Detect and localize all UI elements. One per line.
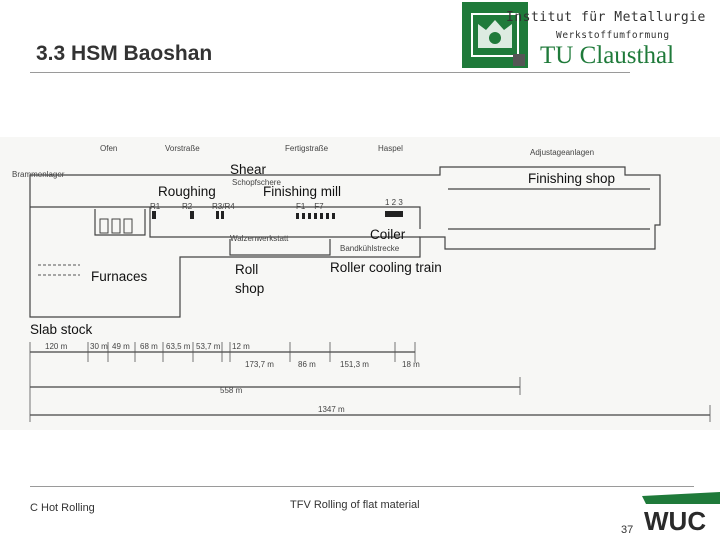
label-roller-cooling-train: Roller cooling train — [330, 260, 442, 275]
dimension-label: 68 m — [140, 342, 158, 351]
crest-icon — [471, 13, 519, 57]
label-finishing-shop: Finishing shop — [528, 171, 616, 186]
stand-label-r3r4: R3/R4 — [212, 202, 235, 211]
dimension-label: 53,7 m — [196, 342, 221, 351]
plan-label-schopfschere: Schopfschere — [232, 178, 281, 187]
plan-label-walzenwerkstatt: Walzenwerkstatt — [230, 234, 289, 243]
stand-label-r1: R1 — [150, 202, 161, 211]
dimension-label: 30 m — [90, 342, 108, 351]
stand-label-f1f7: F1 – F7 — [296, 202, 324, 211]
footer-chapter: C Hot Rolling — [30, 502, 95, 514]
institute-name: Institut für Metallurgie — [506, 10, 706, 25]
plan-label-vorstrasse: Vorstraße — [165, 144, 200, 153]
wuc-logo: WUC — [636, 490, 720, 540]
university-bullet-square — [513, 54, 525, 66]
plan-label-fertigstrasse: Fertigstraße — [285, 144, 329, 153]
dimension-label: 86 m — [298, 360, 316, 369]
dimension-label: 120 m — [45, 342, 68, 351]
plan-label-bandkuehlstrecke: Bandkühlstrecke — [340, 244, 400, 253]
dimension-label: 63,5 m — [166, 342, 191, 351]
slide-title: 3.3 HSM Baoshan — [36, 42, 213, 65]
plan-label-haspel: Haspel — [378, 144, 403, 153]
layout-plan-drawing: Ofen Vorstraße Fertigstraße Haspel Adjus… — [12, 144, 711, 422]
dimension-label: 49 m — [112, 342, 130, 351]
label-furnaces: Furnaces — [91, 269, 148, 284]
stand-label-r2: R2 — [182, 202, 193, 211]
dimension-label: 1347 m — [318, 405, 345, 414]
footer-divider — [30, 486, 694, 487]
university-name: TU Clausthal — [540, 42, 675, 69]
coiler-label-123: 1 2 3 — [385, 198, 403, 207]
plan-label-brammenlager: Brammenlager — [12, 170, 65, 179]
dimension-label: 173,7 m — [245, 360, 274, 369]
university-crest-logo — [462, 2, 528, 68]
label-shear: Shear — [230, 162, 267, 177]
dimension-label: 558 m — [220, 386, 243, 395]
label-roll: Roll — [235, 262, 259, 277]
label-finishing-mill: Finishing mill — [263, 184, 342, 199]
label-slab-stock: Slab stock — [30, 322, 93, 337]
mill-layout-diagram: Ofen Vorstraße Fertigstraße Haspel Adjus… — [0, 137, 720, 430]
dimension-label: 18 m — [402, 360, 420, 369]
plan-label-ofen: Ofen — [100, 144, 117, 153]
label-coiler: Coiler — [370, 227, 406, 242]
footer-course-title: TFV Rolling of flat material — [290, 499, 420, 511]
label-roughing: Roughing — [158, 184, 216, 199]
plan-label-adjustageanlagen: Adjustageanlagen — [530, 148, 594, 157]
institute-subtitle: Werkstoffumformung — [556, 30, 670, 41]
page-number: 37 — [621, 524, 634, 536]
title-divider — [30, 72, 630, 73]
label-shop: shop — [235, 281, 265, 296]
dimension-label: 12 m — [232, 342, 250, 351]
wuc-logo-text: WUC — [644, 506, 706, 536]
dimension-label: 151,3 m — [340, 360, 369, 369]
